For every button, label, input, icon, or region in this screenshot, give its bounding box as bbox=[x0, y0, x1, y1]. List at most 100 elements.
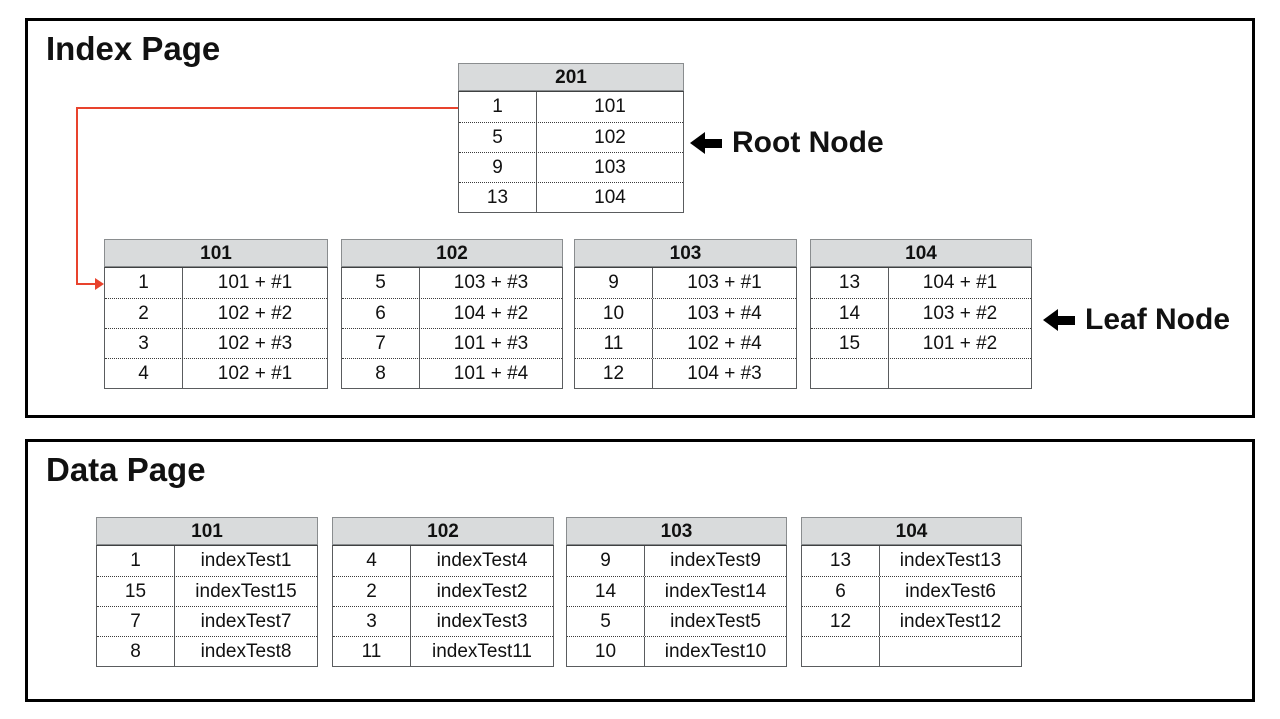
arrow-head bbox=[690, 132, 705, 154]
key-cell: 13 bbox=[459, 183, 537, 212]
value-cell: indexTest2 bbox=[436, 581, 528, 602]
value-cell: 103 + #3 bbox=[453, 272, 529, 293]
table-row: 9 103 bbox=[459, 152, 683, 182]
value-cell: 101 + #3 bbox=[453, 333, 529, 354]
value-cell: 101 bbox=[594, 96, 626, 117]
value-cell: indexTest9 bbox=[670, 550, 761, 571]
value-cell: indexTest3 bbox=[436, 611, 528, 632]
value-cell: indexTest7 bbox=[200, 611, 292, 632]
leaf-node-label: Leaf Node bbox=[1043, 305, 1230, 335]
table-row: 15 indexTest15 bbox=[97, 576, 317, 606]
value-cell: 102 + #2 bbox=[217, 303, 293, 324]
value-cell: indexTest11 bbox=[432, 641, 532, 662]
table-row: 4 102 + #1 bbox=[105, 358, 327, 388]
table-row: 3 indexTest3 bbox=[333, 606, 553, 636]
key-cell: 15 bbox=[811, 329, 889, 358]
value-cell: 104 bbox=[594, 187, 626, 208]
root-node-label-text: Root Node bbox=[732, 126, 884, 159]
key-cell: 7 bbox=[342, 329, 420, 358]
value-cell: 104 + #1 bbox=[922, 272, 998, 293]
key-cell: 8 bbox=[97, 637, 175, 666]
leaf-node-label-text: Leaf Node bbox=[1085, 303, 1231, 336]
value-cell bbox=[889, 359, 1031, 388]
key-cell: 10 bbox=[575, 299, 653, 328]
key-cell: 9 bbox=[459, 153, 537, 182]
key-cell: 12 bbox=[802, 607, 880, 636]
value-cell: 101 + #4 bbox=[453, 363, 529, 384]
key-cell bbox=[811, 359, 889, 388]
key-cell: 6 bbox=[342, 299, 420, 328]
value-cell: 101 + #2 bbox=[922, 333, 998, 354]
table-row: 8 101 + #4 bbox=[342, 358, 562, 388]
key-cell: 14 bbox=[567, 577, 645, 606]
value-cell: 102 + #3 bbox=[217, 333, 293, 354]
value-cell: 104 + #2 bbox=[453, 303, 529, 324]
key-cell: 2 bbox=[333, 577, 411, 606]
key-cell: 12 bbox=[575, 359, 653, 388]
key-cell: 3 bbox=[333, 607, 411, 636]
key-cell: 8 bbox=[342, 359, 420, 388]
connector-line-horizontal-bottom bbox=[76, 283, 96, 285]
table-row bbox=[811, 358, 1031, 388]
key-cell: 14 bbox=[811, 299, 889, 328]
left-arrow-icon bbox=[690, 132, 722, 154]
table-header: 103 bbox=[574, 239, 797, 267]
table-header: 102 bbox=[332, 517, 554, 545]
key-cell: 5 bbox=[342, 268, 420, 298]
table-row: 2 indexTest2 bbox=[333, 576, 553, 606]
connector-arrowhead-icon bbox=[95, 278, 104, 290]
key-cell: 4 bbox=[105, 359, 183, 388]
key-cell: 13 bbox=[802, 546, 880, 576]
value-cell: 102 + #1 bbox=[217, 363, 293, 384]
value-cell: 104 + #3 bbox=[687, 363, 762, 384]
value-cell: 103 bbox=[594, 157, 626, 178]
table-header: 101 bbox=[96, 517, 318, 545]
key-cell: 10 bbox=[567, 637, 645, 666]
table-header: 101 bbox=[104, 239, 328, 267]
table-row: 7 101 + #3 bbox=[342, 328, 562, 358]
value-cell: 102 + #4 bbox=[687, 333, 762, 354]
table-header: 104 bbox=[801, 517, 1022, 545]
key-cell: 11 bbox=[333, 637, 411, 666]
value-cell: indexTest15 bbox=[195, 581, 297, 602]
table-row: 1 101 bbox=[459, 92, 683, 122]
table-row: 13 104 bbox=[459, 182, 683, 212]
table-row: 15 101 + #2 bbox=[811, 328, 1031, 358]
value-cell: indexTest4 bbox=[436, 550, 528, 571]
value-cell: 101 + #1 bbox=[217, 272, 293, 293]
value-cell: indexTest10 bbox=[664, 641, 767, 662]
key-cell: 15 bbox=[97, 577, 175, 606]
index-page-title: Index Page bbox=[46, 30, 221, 67]
key-cell: 1 bbox=[459, 92, 537, 122]
value-cell: indexTest1 bbox=[200, 550, 292, 571]
table-header: 102 bbox=[341, 239, 563, 267]
key-cell: 1 bbox=[105, 268, 183, 298]
connector-line-horizontal-top bbox=[76, 107, 458, 109]
key-cell: 5 bbox=[459, 123, 537, 152]
key-cell: 9 bbox=[567, 546, 645, 576]
table-row: 10 indexTest10 bbox=[567, 636, 786, 666]
connector-line-vertical bbox=[76, 107, 78, 285]
data-page-title: Data Page bbox=[46, 451, 206, 488]
table-header: 104 bbox=[810, 239, 1032, 267]
table-header: 103 bbox=[566, 517, 787, 545]
